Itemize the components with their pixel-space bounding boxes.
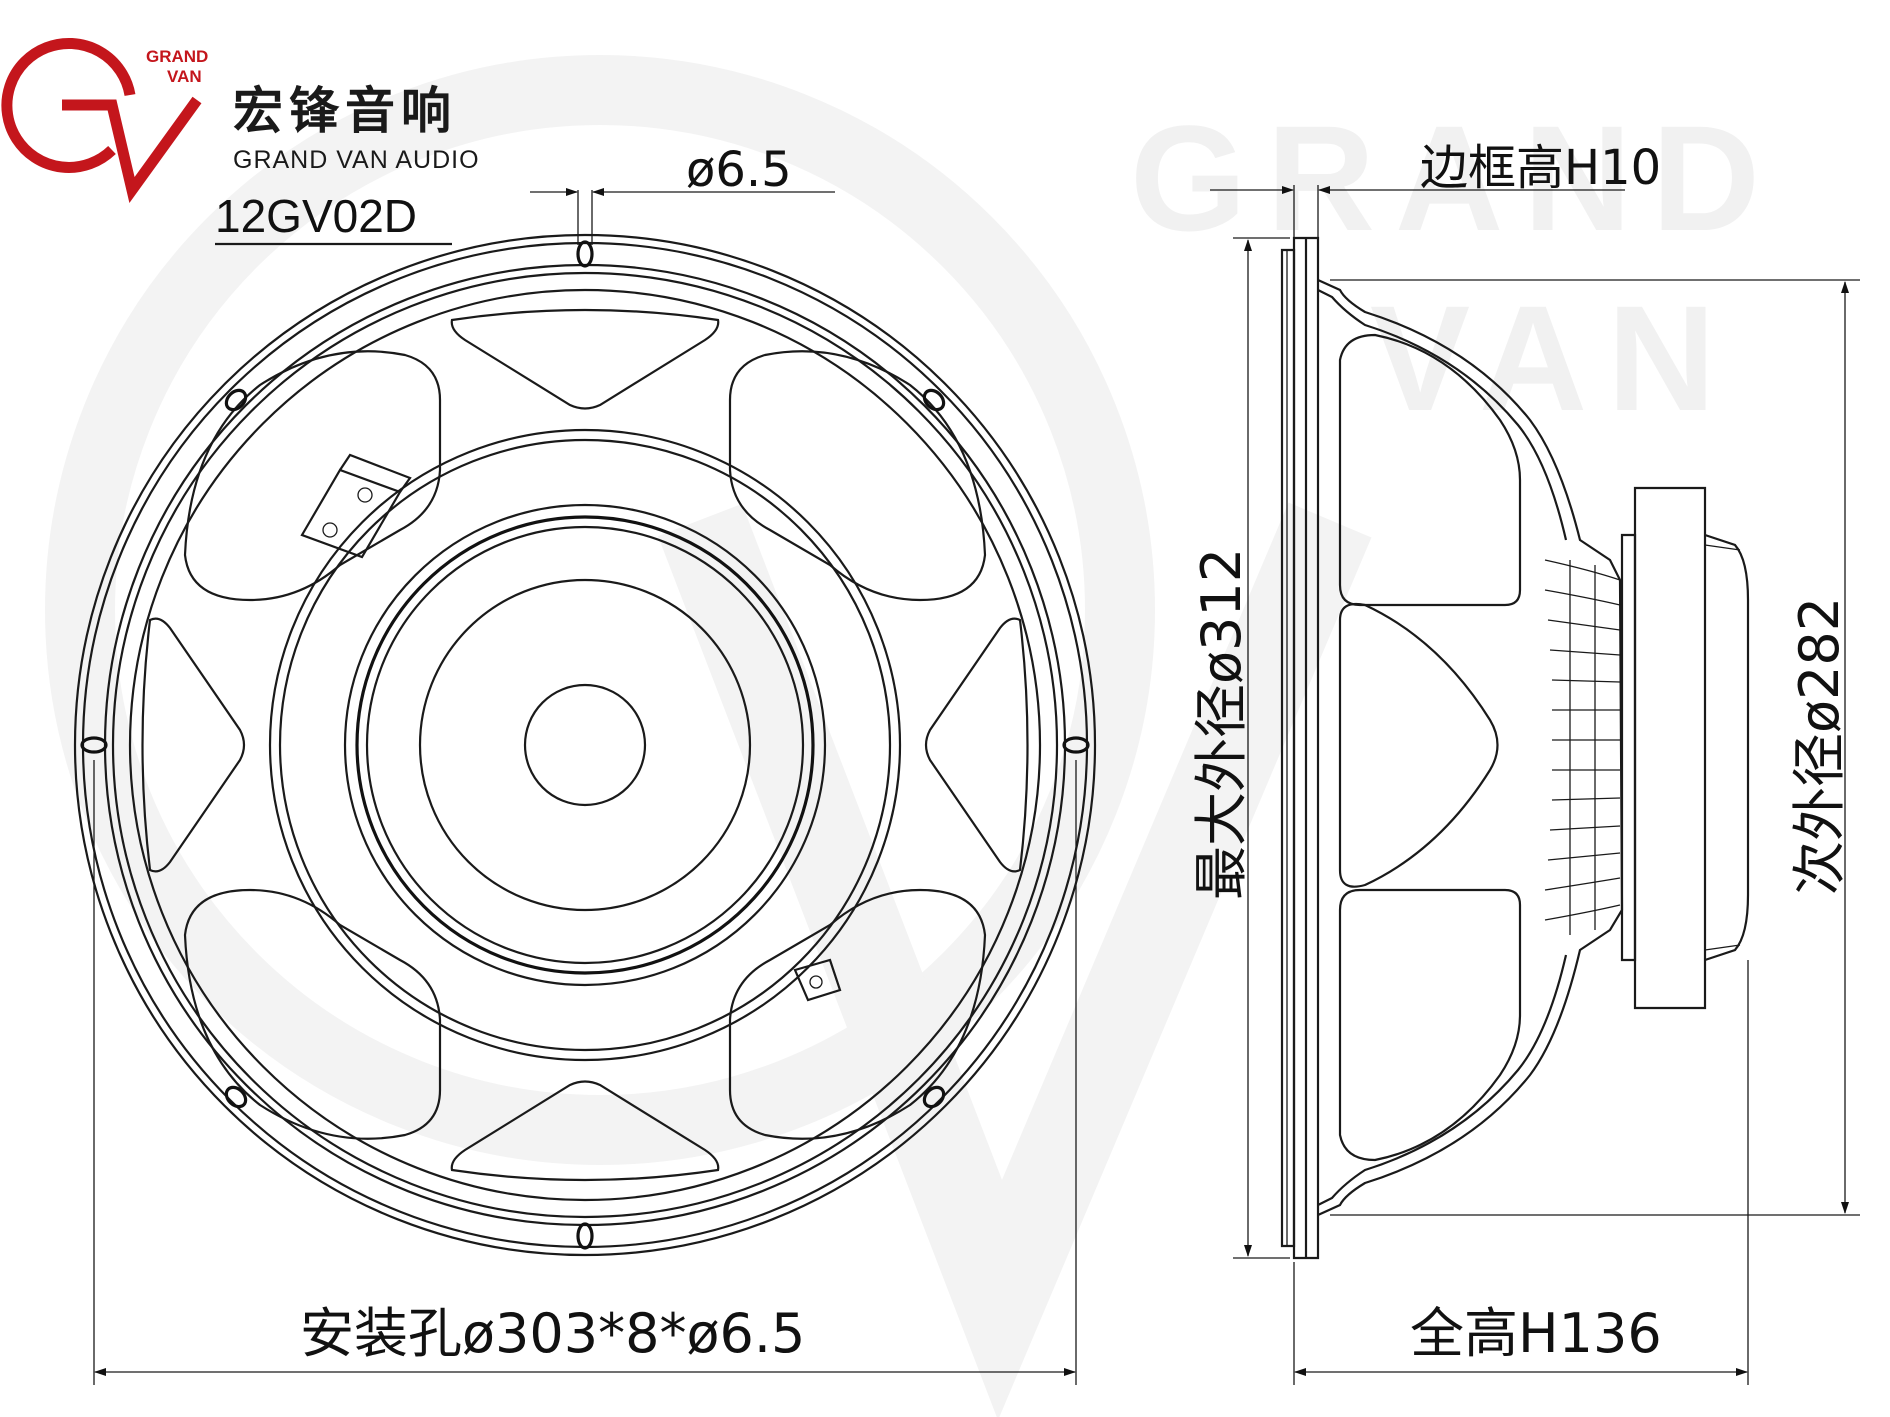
logo-v-icon xyxy=(62,96,202,203)
pole-vent xyxy=(523,683,647,807)
mounting-holes xyxy=(80,240,1090,1250)
basket-rim xyxy=(128,288,1042,1202)
window-lower-left xyxy=(183,888,442,1140)
logo-mark-bottom: VAN xyxy=(167,67,202,86)
window-right xyxy=(924,617,1029,873)
logo-g-icon xyxy=(1,38,136,173)
back-plate xyxy=(1620,533,1637,962)
terminal-small xyxy=(793,958,842,1002)
cooling-fins xyxy=(1544,559,1621,935)
window-top xyxy=(450,308,720,410)
motor-plate-outer-2 xyxy=(278,438,892,1052)
brand-name-en: GRAND VAN AUDIO xyxy=(233,146,480,174)
watermark-line2: VAN xyxy=(1370,274,1736,442)
window-bottom xyxy=(450,1080,720,1182)
terminal-block xyxy=(300,453,412,559)
side-window-middle xyxy=(1338,602,1499,888)
secondary-outer-diameter-label: 次外径ø282 xyxy=(1788,597,1851,895)
window-upper-right xyxy=(728,350,987,602)
side-window-lower xyxy=(1338,888,1522,1162)
magnet xyxy=(1633,486,1707,1010)
brand-logo: GRAND VAN 宏锋音响 GRAND VAN AUDIO xyxy=(1,38,480,203)
gasket xyxy=(1280,248,1296,1248)
window-upper-left xyxy=(183,350,442,602)
magnet-ring-bold xyxy=(355,515,815,975)
watermark: GRAND VAN xyxy=(45,55,1780,1417)
window-left xyxy=(141,617,246,873)
model-number: 12GV02D xyxy=(215,190,417,242)
hole-diameter-label: ø6.5 xyxy=(686,142,792,198)
max-outer-diameter-label: 最大外径ø312 xyxy=(1190,548,1253,900)
motor-plate-outer xyxy=(268,428,902,1062)
pole-plate xyxy=(418,578,752,912)
frame-inner-ring-2 xyxy=(111,271,1059,1219)
watermark-line1: GRAND xyxy=(1130,94,1780,262)
mounting-holes-label: 安装孔ø303*8*ø6.5 xyxy=(300,1302,805,1365)
side-view: 边框高H10 最大外径ø312 次外径ø282 全高H136 xyxy=(1190,140,1860,1385)
frame-outer-ring xyxy=(73,233,1097,1257)
magnet-ring-inner xyxy=(365,525,805,965)
frame-height-label: 边框高H10 xyxy=(1420,140,1661,196)
front-view: ø6.5 安装孔ø303*8*ø6.5 xyxy=(73,142,1097,1385)
magnet-cap xyxy=(1704,533,1750,962)
magnet-ring xyxy=(343,503,827,987)
logo-mark-top: GRAND xyxy=(146,47,208,66)
total-height-label: 全高H136 xyxy=(1410,1302,1662,1365)
window-lower-right xyxy=(728,888,987,1140)
basket-windows xyxy=(141,308,1029,1182)
brand-name-cn: 宏锋音响 xyxy=(233,82,457,140)
